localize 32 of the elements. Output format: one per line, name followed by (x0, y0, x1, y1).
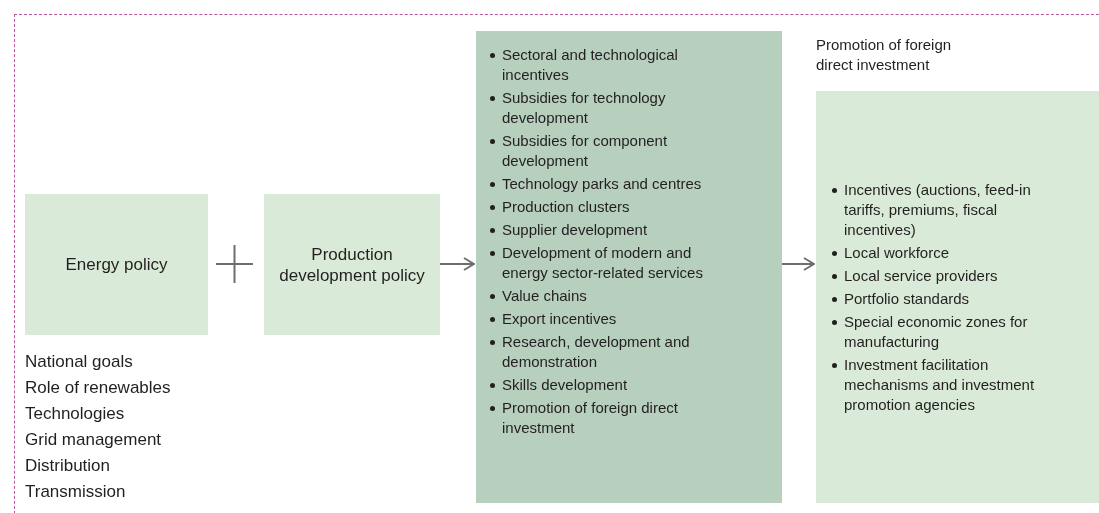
bullet-item: Skills development (502, 375, 628, 395)
bullet-item: Local workforce (844, 242, 950, 263)
bullet-item: Value chains (502, 286, 587, 306)
arrow (781, 257, 815, 271)
bullet-item: Portfolio standards (844, 288, 970, 309)
arrow (439, 257, 475, 271)
bullet-item: Export incentives (502, 309, 617, 329)
process-box (264, 194, 440, 335)
list-item: Distribution (25, 455, 112, 477)
process-box (25, 194, 208, 335)
bullet-item: Subsidies for technology development (502, 88, 667, 128)
bullet-item: Development of modern and energy sector-related services (502, 243, 704, 283)
list-item: Grid management (25, 429, 163, 451)
bullet-item: Subsidies for component development (502, 131, 669, 171)
bullet-item: Production clusters (502, 197, 630, 217)
list-item: Role of renewables (25, 377, 171, 399)
list-item: Transmission (25, 481, 127, 503)
box-label: Production development policy (278, 243, 426, 286)
list-item: Technologies (25, 403, 126, 425)
bullet-item: Technology parks and centres (502, 174, 702, 194)
list-panel (476, 31, 782, 503)
panel-heading: Promotion of foreign direct investment (816, 35, 953, 75)
box-label: Energy policy (65, 254, 168, 275)
bullet-item: Incentives (auctions, feed-in tariffs, premiums, fiscal incentives) (844, 179, 1032, 240)
bullet-item: Supplier development (502, 220, 648, 240)
bullet-item: Special economic zones for manufacturing (844, 311, 1029, 352)
bullet-item: Local service providers (844, 265, 998, 286)
list-item: National goals (25, 351, 134, 373)
bullet-item: Investment facilitation mechanisms and investment promotion agencies (844, 354, 1036, 415)
bullet-item: Research, development and demonstration (502, 332, 691, 372)
bullet-item: Sectoral and technological incentives (502, 45, 679, 85)
bullet-item: Promotion of foreign direct investment (502, 398, 679, 438)
